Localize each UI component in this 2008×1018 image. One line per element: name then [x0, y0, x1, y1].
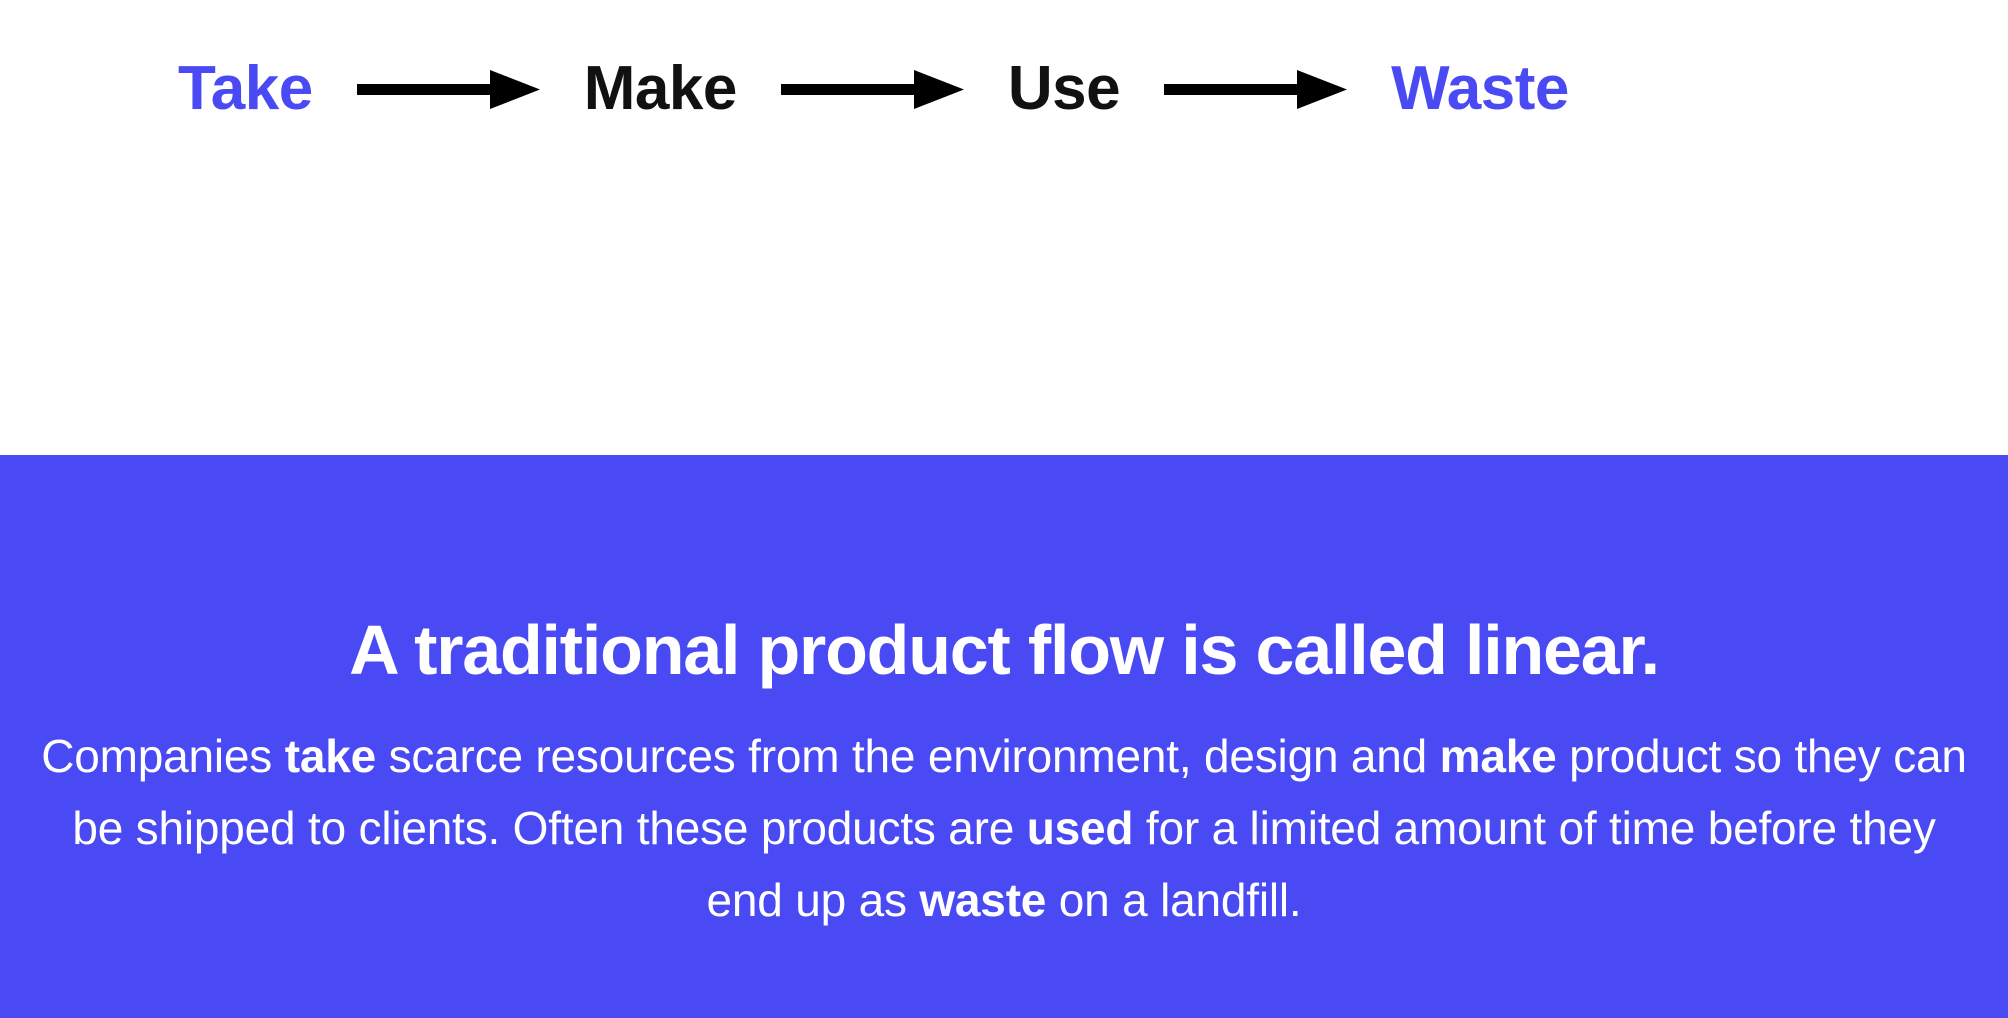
flow-step-use: Use — [1007, 54, 1121, 123]
flow-step-row: Take Make Use — [178, 46, 1569, 132]
arrow-right-icon — [780, 66, 964, 112]
arrow-right-icon — [1164, 66, 1348, 112]
headline: A traditional product flow is called lin… — [349, 611, 1660, 689]
body-text: Companies — [41, 730, 285, 782]
body-text: scarce resources from the environment, d… — [375, 730, 1440, 782]
body-emphasis: make — [1439, 730, 1557, 782]
body-emphasis: waste — [919, 874, 1047, 926]
body-text: product so they can be shipped to client… — [72, 730, 1967, 854]
flow-step-waste: Waste — [1391, 54, 1569, 123]
body-emphasis: used — [1026, 802, 1134, 854]
flow-diagram: Take Make Use — [0, 0, 2008, 455]
caption-band: A traditional product flow is called lin… — [0, 455, 2008, 1018]
flow-step-take: Take — [178, 54, 313, 123]
flow-step-make: Make — [583, 54, 738, 123]
arrow-right-icon — [356, 66, 540, 112]
body-paragraph: Companies take scarce resources from the… — [0, 720, 2008, 936]
body-text: on a landfill. — [1046, 874, 1302, 926]
body-text: for a limited amount of time before they… — [706, 802, 1936, 926]
body-emphasis: take — [284, 730, 376, 782]
